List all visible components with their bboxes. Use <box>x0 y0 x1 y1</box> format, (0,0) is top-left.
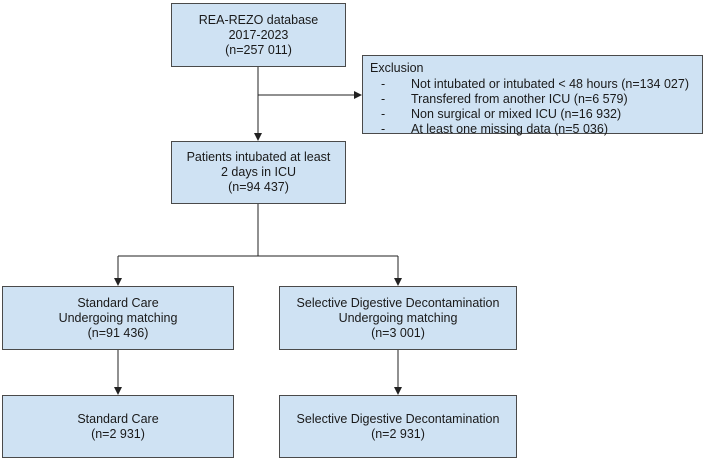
exclusion-box: Exclusion - Not intubated or intubated <… <box>362 55 703 137</box>
standard-care-final-box: Standard Care (n=2 931) <box>2 395 234 458</box>
standard-final-count: (n=2 931) <box>91 426 145 441</box>
exclusion-title: Exclusion <box>370 61 424 75</box>
exclusion-item-text: Non surgical or mixed ICU (n=16 932) <box>411 107 622 121</box>
exclusion-item: - Not intubated or intubated < 48 hours … <box>370 77 689 92</box>
exclusion-bullet: - <box>381 122 386 136</box>
standard-matching-title: Standard Care <box>77 295 159 310</box>
exclusion-item: - Transfered from another ICU (n=6 579) <box>370 92 628 107</box>
intubated-count: (n=94 437) <box>228 180 289 194</box>
database-years: 2017-2023 <box>228 27 289 42</box>
sdd-matching-subtitle: Undergoing matching <box>338 310 458 325</box>
exclusion-item-text: At least one missing data (n=5 036) <box>411 122 608 136</box>
exclusion-item: - At least one missing data (n=5 036) <box>370 122 608 137</box>
sdd-matching-box: Selective Digestive Decontamination Unde… <box>279 286 517 350</box>
database-count: (n=257 011) <box>225 42 292 57</box>
intubated-patients-box: Patients intubated at least 2 days in IC… <box>171 141 346 204</box>
intubated-line-1: Patients intubated at least <box>186 150 331 164</box>
intubated-line-2: 2 days in ICU <box>220 165 297 179</box>
exclusion-item-text: Not intubated or intubated < 48 hours (n… <box>411 77 689 91</box>
sdd-final-box: Selective Digestive Decontamination (n=2… <box>279 395 517 458</box>
exclusion-bullet: - <box>381 77 386 91</box>
exclusion-bullet: - <box>381 107 386 121</box>
sdd-matching-title: Selective Digestive Decontamination <box>296 295 500 310</box>
standard-matching-subtitle: Undergoing matching <box>58 310 178 325</box>
standard-final-title: Standard Care <box>77 411 159 426</box>
database-box: REA-REZO database 2017-2023 (n=257 011) <box>171 3 346 67</box>
exclusion-bullet: - <box>381 92 386 106</box>
database-title: REA-REZO database <box>198 12 319 27</box>
sdd-final-count: (n=2 931) <box>371 426 425 441</box>
sdd-final-title: Selective Digestive Decontamination <box>296 411 500 426</box>
exclusion-item: - Non surgical or mixed ICU (n=16 932) <box>370 107 621 122</box>
standard-matching-count: (n=91 436) <box>87 325 149 340</box>
sdd-matching-count: (n=3 001) <box>371 325 425 340</box>
standard-care-matching-box: Standard Care Undergoing matching (n=91 … <box>2 286 234 350</box>
exclusion-item-text: Transfered from another ICU (n=6 579) <box>411 92 628 106</box>
